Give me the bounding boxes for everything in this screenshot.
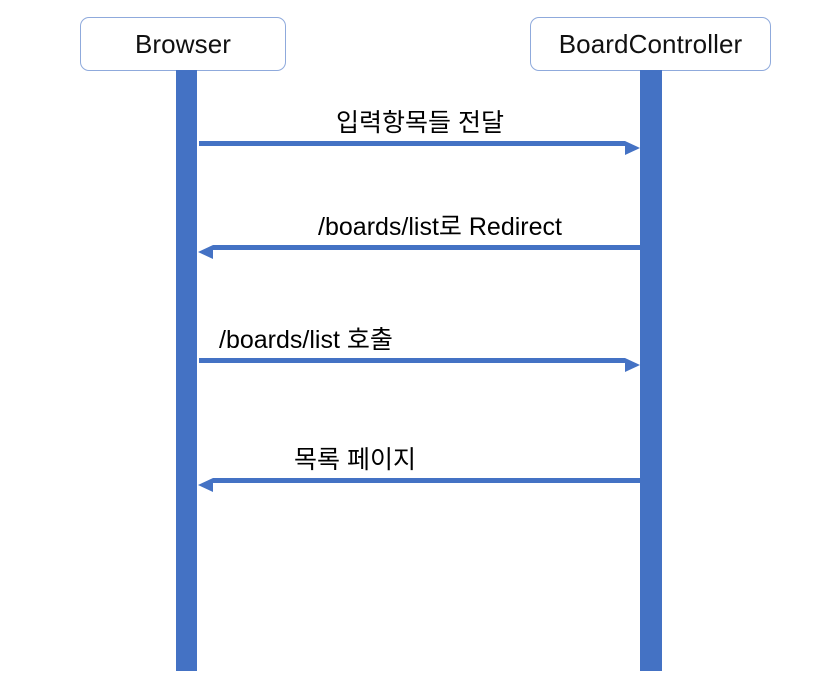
message-2-label: /boards/list로 Redirect [318, 213, 562, 241]
message-4-label: 목록 페이지 [294, 446, 416, 474]
message-2-line [213, 245, 662, 250]
lifeline-browser [176, 70, 197, 671]
participant-label-boardcontroller: BoardController [558, 29, 743, 59]
message-4-line [213, 478, 662, 483]
message-1-arrowhead-icon [625, 141, 640, 155]
participant-label-browser: Browser [134, 29, 232, 59]
message-3-label: /boards/list 호출 [219, 326, 393, 354]
message-1-label: 입력항목들 전달 [336, 109, 504, 137]
message-4-arrowhead-icon [198, 478, 213, 492]
message-3-line [199, 358, 625, 363]
lifeline-boardcontroller [640, 70, 662, 671]
message-3-arrowhead-icon [625, 358, 640, 372]
participant-box-boardcontroller: BoardController [530, 17, 771, 71]
participant-box-browser: Browser [80, 17, 286, 71]
message-2-arrowhead-icon [198, 245, 213, 259]
message-1-line [199, 141, 625, 146]
